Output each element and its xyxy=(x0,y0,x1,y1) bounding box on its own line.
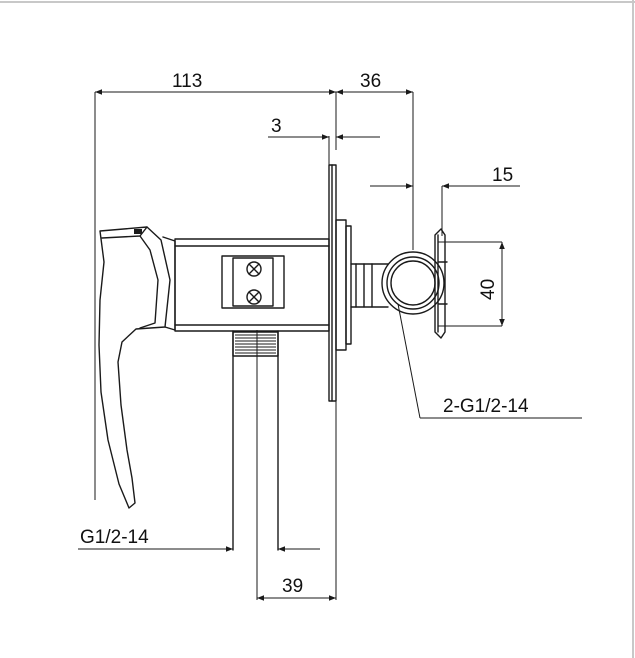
inlet-pipe xyxy=(232,330,279,551)
extension-lines xyxy=(94,92,502,600)
dim-15-text: 15 xyxy=(492,165,513,186)
dim-113-text: 113 xyxy=(172,71,202,92)
inlet-thread-label: G1/2-14 xyxy=(80,527,149,548)
outlet-thread-label: 2-G1/2-14 xyxy=(443,396,529,417)
dim-39-text: 39 xyxy=(282,576,303,597)
dim-36-text: 36 xyxy=(360,71,381,92)
dim-3-text: 3 xyxy=(271,116,282,137)
wall-plate xyxy=(328,164,337,402)
lever-handle xyxy=(98,226,176,509)
dim-40-text: 40 xyxy=(478,279,499,300)
flange xyxy=(335,219,352,351)
screw-block xyxy=(221,255,285,309)
dimension-lines xyxy=(78,89,582,601)
screw-icon xyxy=(246,289,262,305)
mounting-bracket xyxy=(434,228,448,339)
outlet-leader-diagonal xyxy=(397,303,421,419)
connector-pipe xyxy=(350,263,389,308)
valve-body xyxy=(174,238,330,332)
screw-icon xyxy=(246,261,262,277)
